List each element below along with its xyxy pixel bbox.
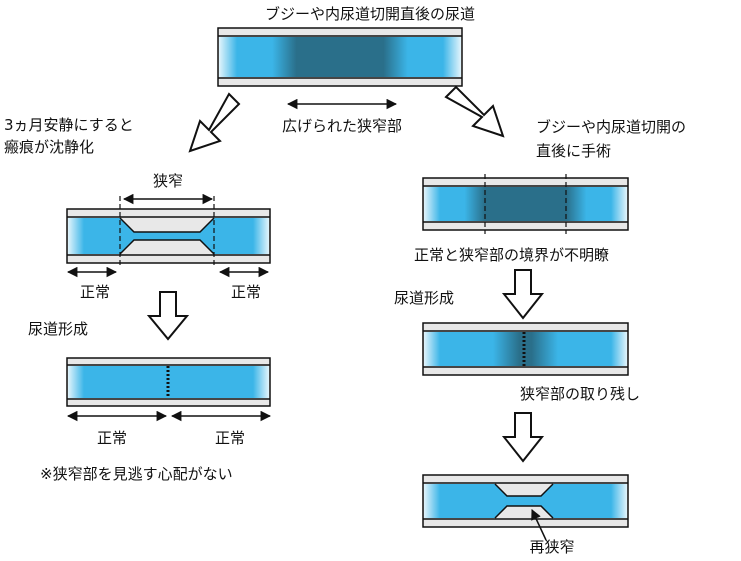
normal-right-label: 正常	[231, 283, 261, 301]
left-branch-arrow	[188, 92, 241, 153]
right-branch-arrow	[444, 85, 505, 138]
top-center-label: 広げられた狭窄部	[282, 117, 402, 135]
right-step-label: 尿道形成	[394, 289, 454, 307]
restenosis-pointer-arrow	[531, 509, 547, 541]
normal-left-label: 正常	[80, 283, 110, 301]
urethra-restenosis	[422, 474, 629, 528]
stenosis-label: 狭窄	[153, 172, 183, 190]
urethra-after-urethroplasty-right	[422, 322, 629, 376]
restenosis-label: 再狭窄	[529, 538, 574, 556]
left-condition-line2: 瘢痕が沈静化	[4, 138, 94, 156]
result-normal-left-label: 正常	[97, 429, 127, 447]
urethra-with-stenosis	[66, 196, 271, 268]
urethra-after-urethroplasty-left	[66, 357, 271, 407]
right-down-arrow-1	[501, 269, 545, 320]
result-normal-right-label: 正常	[215, 429, 245, 447]
left-note: ※狭窄部を見逃す心配がない	[40, 465, 233, 483]
left-condition-line1: 3ヵ月安静にすると	[4, 116, 134, 134]
boundary-note: 正常と狭窄部の境界が不明瞭	[414, 246, 609, 264]
title: ブジーや内尿道切開直後の尿道	[265, 5, 475, 23]
right-down-arrow-2	[501, 412, 545, 463]
right-condition-line2: 直後に手術	[536, 142, 611, 160]
left-step-label: 尿道形成	[28, 320, 88, 338]
urethra-after-dilation	[217, 27, 463, 87]
right-condition-line1: ブジーや内尿道切開の	[536, 118, 686, 136]
left-down-arrow	[146, 291, 190, 341]
residual-label: 狭窄部の取り残し	[520, 385, 640, 403]
urethra-immediate-surgery	[422, 174, 629, 234]
